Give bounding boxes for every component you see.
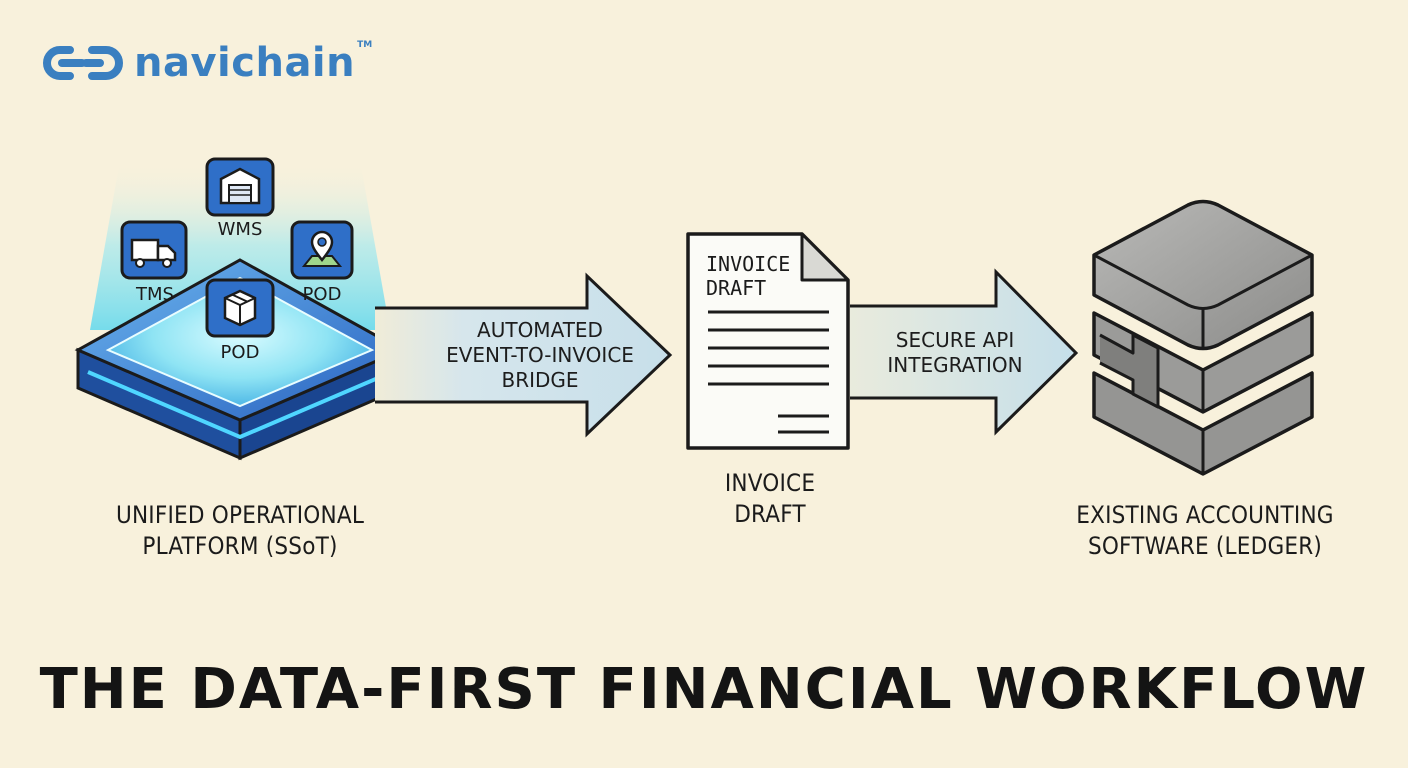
- invoice-caption-line1: INVOICE: [724, 469, 816, 497]
- platform-caption: UNIFIED OPERATIONAL PLATFORM (SSoT): [80, 500, 400, 562]
- module-wms: WMS: [205, 157, 275, 247]
- brand-trademark: TM: [357, 40, 373, 50]
- diagram-title: THE DATA-FIRST FINANCIAL WORKFLOW: [39, 657, 1369, 722]
- package-box-icon: [205, 278, 275, 338]
- truck-icon: [120, 220, 188, 280]
- map-pin-icon: [290, 220, 354, 280]
- invoice-doc-line1: INVOICE: [706, 252, 791, 276]
- api-arrow: [850, 268, 1079, 436]
- api-label-line2: INTEGRATION: [887, 353, 1023, 377]
- bridge-arrow-label: AUTOMATED EVENT-TO-INVOICE BRIDGE: [420, 318, 660, 393]
- module-label-pod-package: POD: [220, 342, 260, 363]
- bridge-label-line1: AUTOMATED: [477, 318, 603, 342]
- bridge-label-line2: EVENT-TO-INVOICE: [446, 343, 634, 367]
- module-pod-package: POD: [205, 278, 275, 368]
- database-stack-icon: [1092, 199, 1314, 476]
- invoice-doc-line2: DRAFT: [706, 276, 767, 300]
- bridge-label-line3: BRIDGE: [501, 368, 579, 392]
- platform-caption-line1: UNIFIED OPERATIONAL: [115, 501, 365, 529]
- api-label-line1: SECURE API: [895, 328, 1015, 352]
- platform-caption-line2: PLATFORM (SSoT): [142, 532, 338, 560]
- bridge-arrow: [375, 272, 673, 438]
- module-label-tms: TMS: [136, 284, 174, 305]
- module-tms: TMS: [120, 220, 190, 310]
- chain-link-icon: [43, 46, 123, 80]
- invoice-document-icon: [686, 232, 850, 450]
- brand-logo: navichain TM: [42, 38, 372, 88]
- module-label-pod-location: POD: [302, 284, 342, 305]
- ledger-caption: EXISTING ACCOUNTING SOFTWARE (LEDGER): [1030, 500, 1380, 562]
- invoice-doc-heading: INVOICE DRAFT: [706, 252, 790, 300]
- invoice-caption: INVOICE DRAFT: [680, 468, 860, 530]
- invoice-caption-line2: DRAFT: [734, 500, 806, 528]
- ledger-caption-line1: EXISTING ACCOUNTING: [1076, 501, 1334, 529]
- brand-name: navichain: [134, 40, 356, 86]
- ledger-caption-line2: SOFTWARE (LEDGER): [1087, 532, 1323, 560]
- warehouse-icon: [205, 157, 275, 217]
- module-label-wms: WMS: [217, 219, 263, 240]
- module-pod-location: POD: [290, 220, 360, 310]
- api-arrow-label: SECURE API INTEGRATION: [870, 328, 1040, 378]
